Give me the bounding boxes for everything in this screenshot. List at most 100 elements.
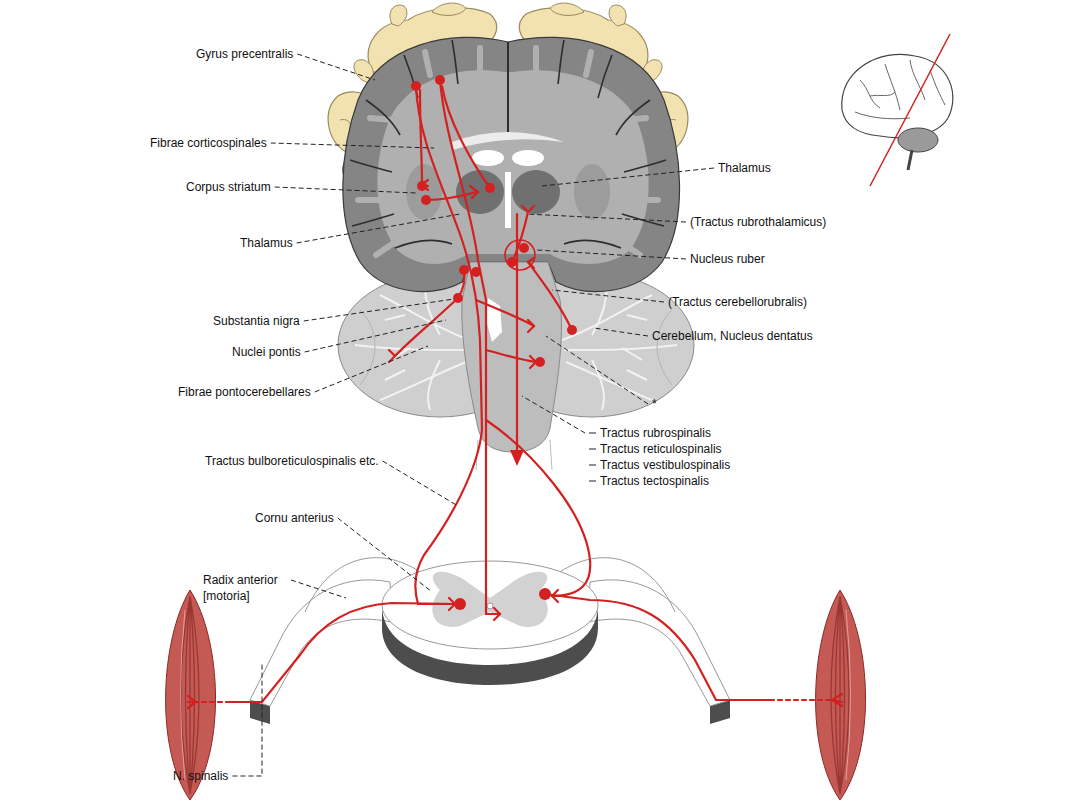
brainstem	[476, 440, 552, 470]
list-dash	[589, 449, 596, 450]
brain-section	[358, 48, 480, 255]
anatomy-label: Fibrae pontocerebellares	[178, 384, 311, 400]
locator-icon	[842, 54, 953, 137]
leader-line	[536, 250, 686, 259]
motor-pathways	[552, 590, 558, 602]
muscle	[166, 590, 216, 800]
brain-section	[350, 40, 666, 248]
leader-line	[297, 54, 375, 80]
motor-pathways	[486, 350, 536, 362]
brain-section	[616, 100, 650, 135]
motor-pathways	[770, 699, 832, 701]
motor-pathways	[442, 86, 490, 188]
muscle	[181, 610, 851, 780]
cerebellum	[380, 362, 466, 400]
spinal-cord	[382, 561, 598, 649]
brain-section	[350, 160, 392, 172]
anatomy-label: Gyrus precentralis	[196, 46, 293, 62]
neuron-body	[453, 293, 463, 303]
motor-pathways	[230, 603, 460, 702]
cerebellum	[428, 360, 440, 410]
list-dash	[589, 481, 596, 482]
brain-section	[452, 132, 564, 150]
neuron-body	[417, 181, 427, 191]
brain-section	[343, 37, 680, 291]
muscle	[816, 590, 866, 800]
leader-line	[546, 336, 648, 404]
anatomy-label: Thalamus	[240, 235, 293, 251]
muscle	[166, 590, 866, 800]
muscle	[181, 596, 849, 794]
leader-line	[552, 290, 664, 302]
motor-pathways	[528, 262, 572, 330]
neuron-body	[471, 267, 481, 277]
anatomy-label: Substantia nigra	[213, 313, 300, 329]
neuron-body	[535, 357, 545, 367]
spinal-cord	[250, 580, 392, 706]
motor-pathways	[389, 350, 395, 362]
leader-line	[526, 214, 686, 222]
leader-line	[594, 328, 648, 336]
brain-section	[598, 55, 612, 98]
motor-pathways	[512, 212, 528, 262]
anatomy-label: Thalamus	[718, 160, 771, 176]
anatomy-label: (Tractus cerebellorubralis)	[668, 294, 807, 310]
brain-section	[624, 160, 666, 172]
cerebellum	[564, 345, 677, 350]
neuron-body	[485, 183, 495, 193]
anatomy-label: N. spinalis	[173, 768, 228, 784]
motor-pathways	[522, 206, 534, 212]
motor-pathways	[395, 298, 458, 356]
anatomy-label: Tractus vestibulospinalis	[600, 457, 730, 473]
locator-icon	[908, 150, 912, 170]
cerebellum	[657, 310, 672, 385]
neuron-body	[539, 588, 551, 600]
leader-line	[232, 662, 262, 776]
motor-pathways	[832, 694, 842, 706]
leader-line	[542, 168, 714, 186]
neuron-body	[411, 75, 577, 610]
neuron-body	[411, 81, 421, 91]
callout-mark: *	[652, 396, 657, 412]
locator-icon	[870, 34, 950, 186]
leader-line	[275, 187, 416, 193]
leader-line	[304, 299, 454, 321]
neuron-body	[507, 257, 517, 267]
leader-line	[383, 461, 458, 506]
list-dash	[589, 433, 596, 434]
anatomy-label: Cerebellum, Nucleus dentatus	[652, 328, 813, 344]
anatomy-label: Radix anterior [motoria]	[203, 572, 287, 604]
brain-section	[512, 170, 560, 214]
brain-section	[574, 164, 610, 220]
anatomy-label: (Tractus rubrothalamicus)	[690, 214, 826, 230]
leader-line	[315, 346, 428, 392]
anatomy-label: Corpus striatum	[186, 179, 271, 195]
leader-line	[291, 580, 346, 598]
leader-line	[338, 518, 432, 592]
muscle	[831, 596, 849, 794]
spinal-cord	[487, 603, 493, 609]
brain-section	[452, 40, 458, 84]
motor-pathways	[440, 80, 500, 614]
brain-section	[564, 241, 621, 248]
motor-pathways	[486, 420, 590, 596]
locator-icon	[898, 128, 938, 152]
list-dash	[589, 465, 596, 466]
spinal-cord	[432, 572, 547, 627]
red-nucleus	[505, 240, 535, 270]
cerebellum	[622, 315, 647, 380]
arrowhead	[510, 450, 524, 466]
brain-section	[366, 100, 400, 135]
leader-line	[305, 320, 446, 352]
motor-pathways	[420, 90, 422, 184]
spinal-cord	[250, 558, 730, 724]
leader-line	[271, 143, 434, 148]
anatomy-label: Cornu anterius	[255, 510, 334, 526]
brain-section	[343, 37, 680, 291]
brain-section	[505, 172, 511, 228]
leader-line	[297, 214, 460, 243]
anatomy-label: Nucleus ruber	[690, 251, 765, 267]
brain-section	[472, 150, 504, 166]
